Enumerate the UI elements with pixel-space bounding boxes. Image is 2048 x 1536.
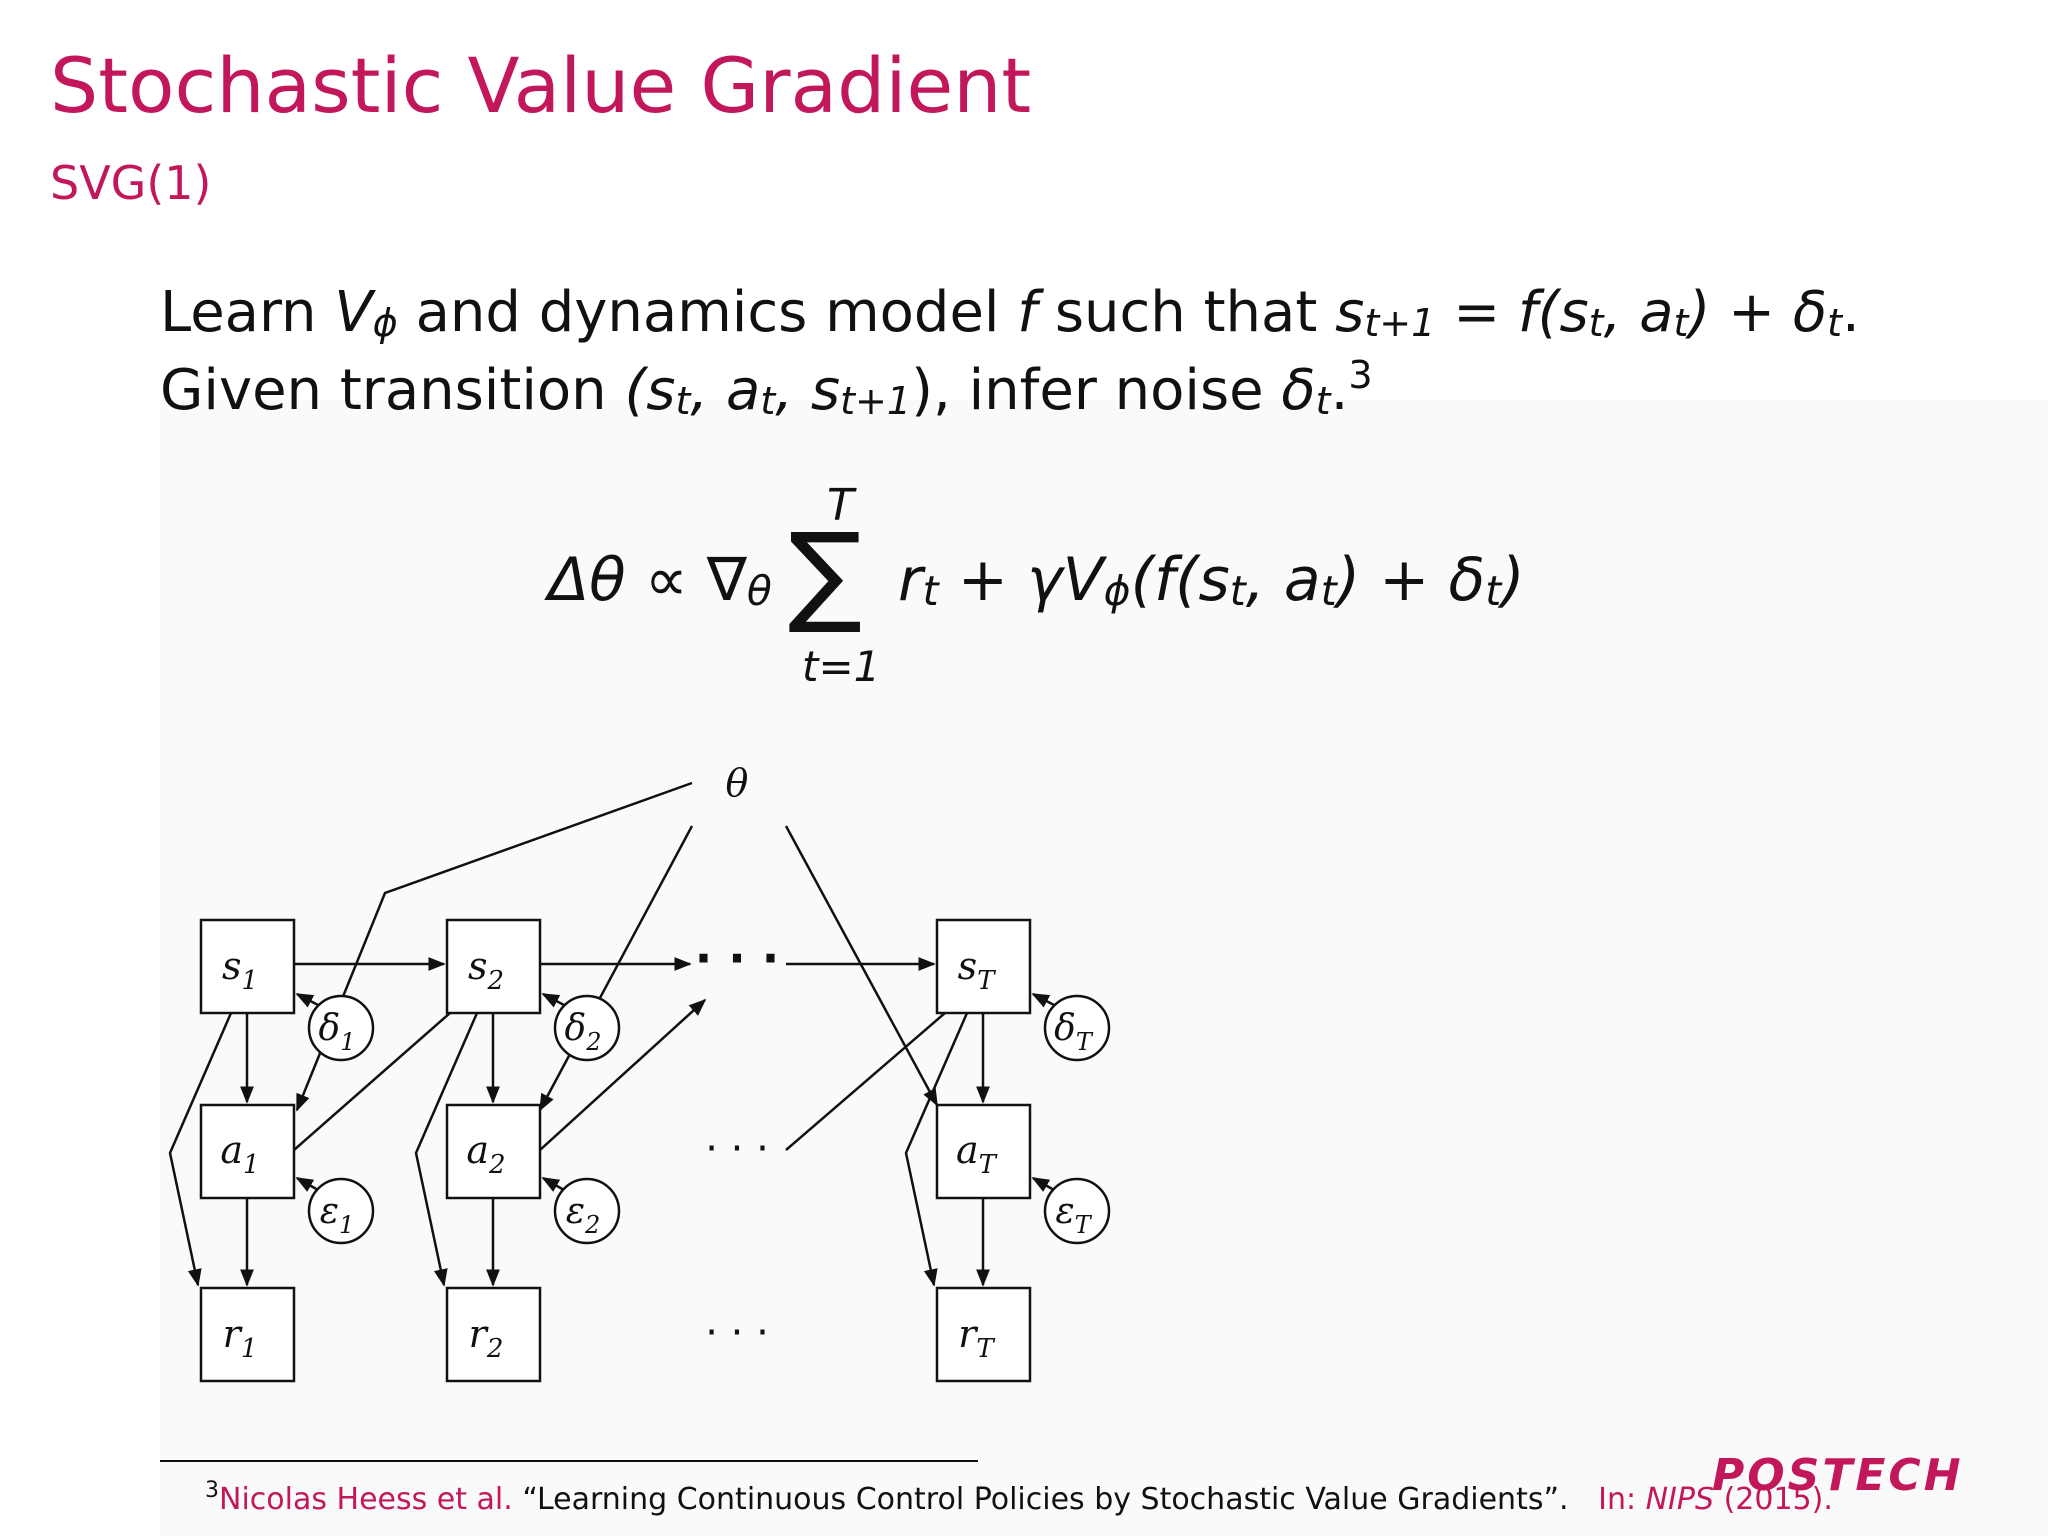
gradient-formula: Δθ ∝ ∇θ T ∑ t=1 rt + γVϕ(f(st, at) + δt) [548,480,1548,691]
delta-noise-node-1 [307,994,375,1062]
sum-symbol: ∑ [788,509,863,637]
citation-year: (2015). [1723,1482,1833,1517]
transition-edges [168,957,1055,1287]
state-node-2 [445,918,542,1015]
svg-text:a1: a1 [220,1128,259,1180]
text-learn: Learn [160,280,317,345]
math-dynamics-equation: st+1 = f(st, at) + δt. [1335,280,1860,345]
citation-in: In: [1598,1482,1637,1517]
theta-node: θ [726,761,749,805]
svg-text:r2: r2 [469,1312,504,1364]
state-node-1 [199,918,296,1015]
eps-noise-node-T [1043,1177,1111,1245]
text-and-dynamics: and dynamics model [415,280,1000,345]
sum-lower-limit: t=1 [802,642,881,691]
eps-noise-node-2 [553,1177,621,1245]
svg-text:rT: rT [958,1312,995,1364]
svg-text:r1: r1 [223,1312,258,1364]
ellipsis-action-row: · · · [705,1126,769,1172]
citation-authors[interactable]: Nicolas Heess et al. [219,1482,513,1517]
ellipsis-state-row: · · · [695,931,779,985]
svg-text:ε1: ε1 [320,1191,355,1239]
column-T: sT aT rT δT εT [935,918,1111,1383]
slide-subtitle: SVG(1) [50,156,212,210]
svg-text:sT: sT [958,944,997,996]
svg-text:δT: δT [1054,1008,1094,1056]
citation-title: “Learning Continuous Control Policies by… [522,1482,1569,1517]
action-node-1 [199,1103,296,1200]
math-v: Vϕ [334,280,398,345]
reward-node-1 [199,1286,296,1383]
delta-noise-node-T [1043,994,1111,1062]
reward-node-2 [445,1286,542,1383]
footnote-number: 3 [205,1478,219,1503]
column-1: s1 a1 r1 δ1 ε1 [199,918,375,1383]
sum-upper-limit: T [827,480,854,531]
state-node-T [935,918,1032,1015]
action-node-2 [445,1103,542,1200]
column-2: s2 a2 r2 δ2 ε2 [445,918,621,1383]
citation-venue[interactable]: NIPS [1645,1482,1715,1517]
svg-text:ε2: ε2 [566,1191,601,1239]
text-such-that: such that [1054,280,1318,345]
formula-lhs: Δθ ∝ ∇θ [548,545,772,615]
text-infer-noise: infer noise [968,358,1264,423]
svg-text:δ2: δ2 [565,1008,602,1056]
formula-rhs: rt + γVϕ(f(st, at) + δt) [898,545,1525,615]
footnote-citation: 3Nicolas Heess et al. “Learning Continuo… [205,1480,1833,1517]
postech-logo: POSTECH [1712,1450,1964,1501]
body-line-2: Given transition (st, at, st+1), infer n… [160,356,1373,420]
slide-title: Stochastic Value Gradient [50,41,1032,130]
math-delta-t: δt.3 [1281,353,1373,423]
ellipsis-reward-row: · · · [705,1310,769,1356]
delta-noise-node-2 [553,994,621,1062]
action-node-T [935,1103,1032,1200]
theta-edges [295,781,939,1112]
svg-text:δ1: δ1 [319,1008,356,1056]
footnote-mark: 3 [1348,353,1373,398]
text-given-transition: Given transition [160,358,607,423]
math-f: f [1017,280,1038,345]
eps-noise-node-1 [307,1177,375,1245]
footnote-rule [160,1460,978,1462]
svg-text:aT: aT [956,1128,998,1180]
svg-text:εT: εT [1055,1191,1092,1239]
math-transition-tuple: (st, at, st+1), [624,358,951,423]
svg-text:a2: a2 [466,1128,505,1180]
body-line-1: Learn Vϕ and dynamics model f such that … [160,285,1860,342]
svg-text:s1: s1 [222,944,258,996]
svg-text:s2: s2 [468,944,504,996]
reward-node-T [935,1286,1032,1383]
